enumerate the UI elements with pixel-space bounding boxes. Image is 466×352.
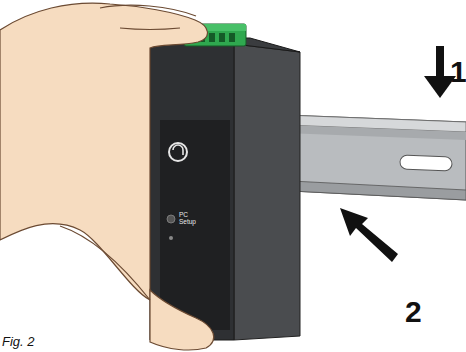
- callout-number: 1: [450, 56, 466, 88]
- din-module: [150, 38, 300, 340]
- callout-number: 2: [405, 296, 429, 328]
- button-label: PC Setup: [179, 212, 203, 226]
- motion-arrow: [340, 208, 398, 262]
- figure-caption: Fig. 2: [2, 334, 35, 349]
- hand: [0, 3, 214, 350]
